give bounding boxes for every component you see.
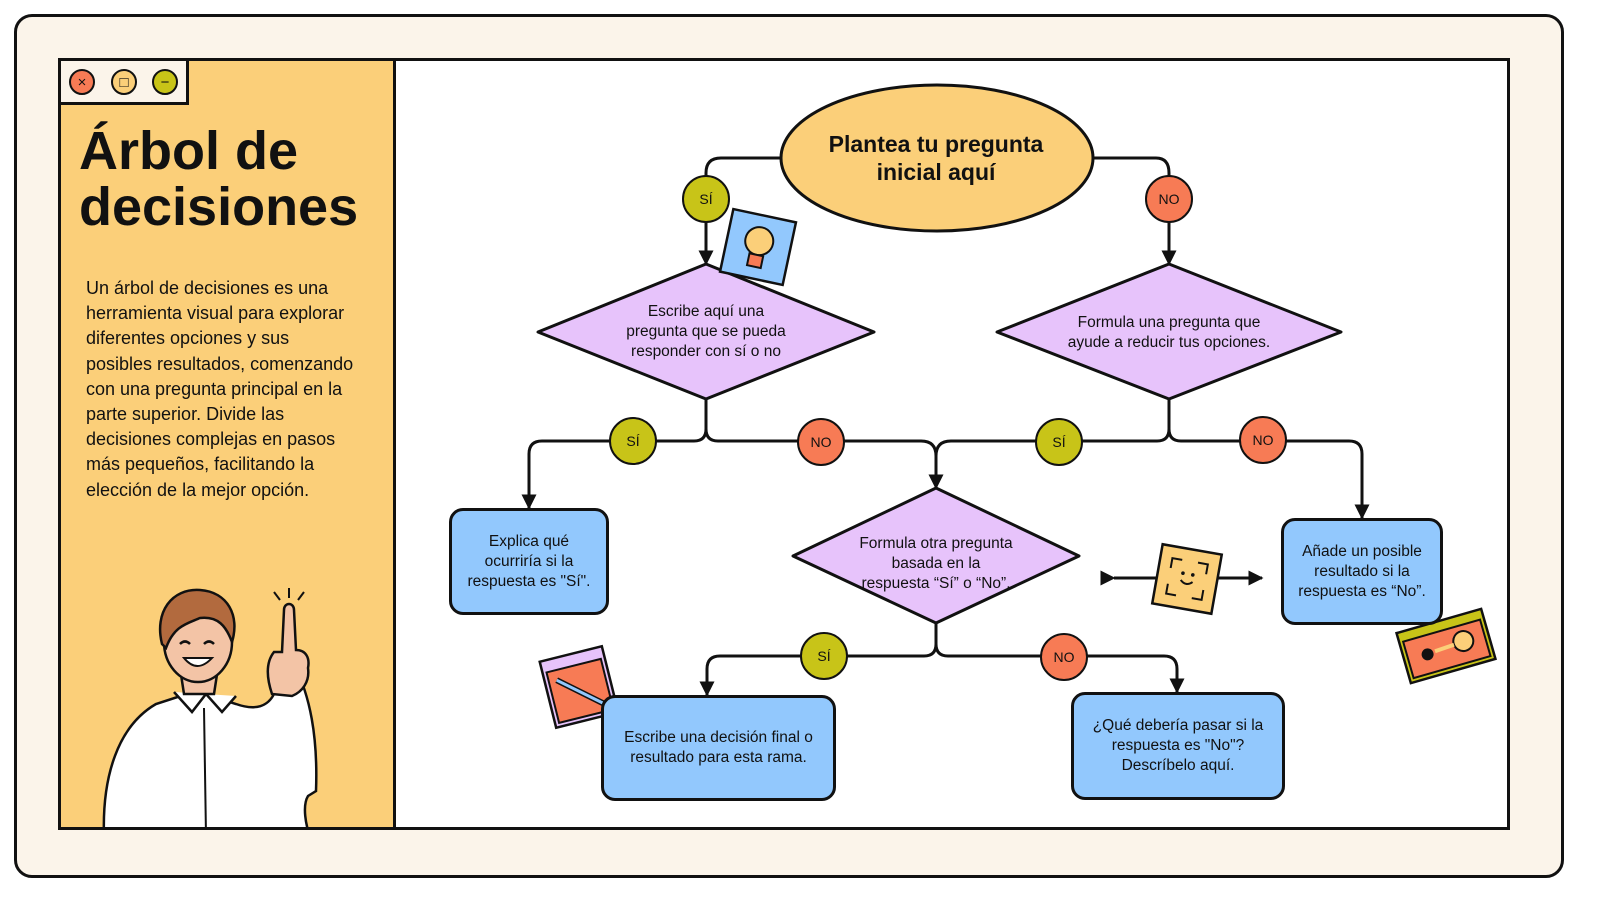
- connector-start-no: [1093, 156, 1177, 266]
- question-node-right: [995, 262, 1343, 401]
- question-center-label: Formula otra pregunta basada en la respu…: [859, 535, 1013, 592]
- yes-badge: SÍ: [800, 632, 848, 680]
- question-node-center: [791, 486, 1081, 625]
- minimize-icon[interactable]: −: [152, 69, 178, 95]
- description-text: Un árbol de decisiones es una herramient…: [86, 278, 354, 500]
- diagram-svg: [521, 83, 1498, 730]
- start-line-1: Plantea tu pregunta: [828, 131, 1044, 157]
- app-window: × □ − Árbol de decisiones Un árbol de de…: [58, 58, 1510, 830]
- maximize-icon[interactable]: □: [111, 69, 137, 95]
- yes-badge: SÍ: [682, 175, 730, 223]
- lightbulb-icon: [718, 207, 798, 287]
- no-badge: NO: [1239, 416, 1287, 464]
- no-badge: NO: [1145, 175, 1193, 223]
- connector-start-yes: [698, 156, 781, 266]
- face-scan-icon: [1150, 542, 1224, 616]
- close-icon[interactable]: ×: [69, 69, 95, 95]
- no-badge: NO: [1040, 633, 1088, 681]
- person-illustration: [102, 588, 318, 827]
- window-controls: × □ −: [61, 61, 189, 105]
- title-line-1: Árbol de: [79, 121, 299, 181]
- start-node: [779, 83, 1095, 233]
- question-right-label: Formula una pregunta que ayude a reducir…: [1067, 314, 1271, 351]
- yes-badge: SÍ: [609, 417, 657, 465]
- result-box-final-no: ¿Qué debería pasar si la respuesta es "N…: [1071, 692, 1285, 800]
- start-line-2: inicial aquí: [876, 159, 996, 185]
- result-box-yes: Explica qué ocurriría si la respuesta es…: [449, 508, 609, 615]
- pencil-card-icon: [538, 644, 620, 730]
- title-line-2: decisiones: [79, 177, 359, 237]
- question-node-left: [536, 262, 876, 401]
- key-card-icon: [1394, 607, 1498, 685]
- result-box-no: Añade un posible resultado si la respues…: [1281, 518, 1443, 625]
- sidebar: × □ − Árbol de decisiones Un árbol de de…: [61, 61, 396, 827]
- question-left-label: Escribe aquí una pregunta que se pueda r…: [626, 303, 786, 360]
- result-box-final-yes: Escribe una decisión final o resultado p…: [601, 695, 836, 801]
- page-title: Árbol de decisiones: [79, 123, 389, 235]
- start-node-label: Plantea tu pregunta inicial aquí: [791, 121, 1081, 195]
- no-badge: NO: [797, 418, 845, 466]
- yes-badge: SÍ: [1035, 418, 1083, 466]
